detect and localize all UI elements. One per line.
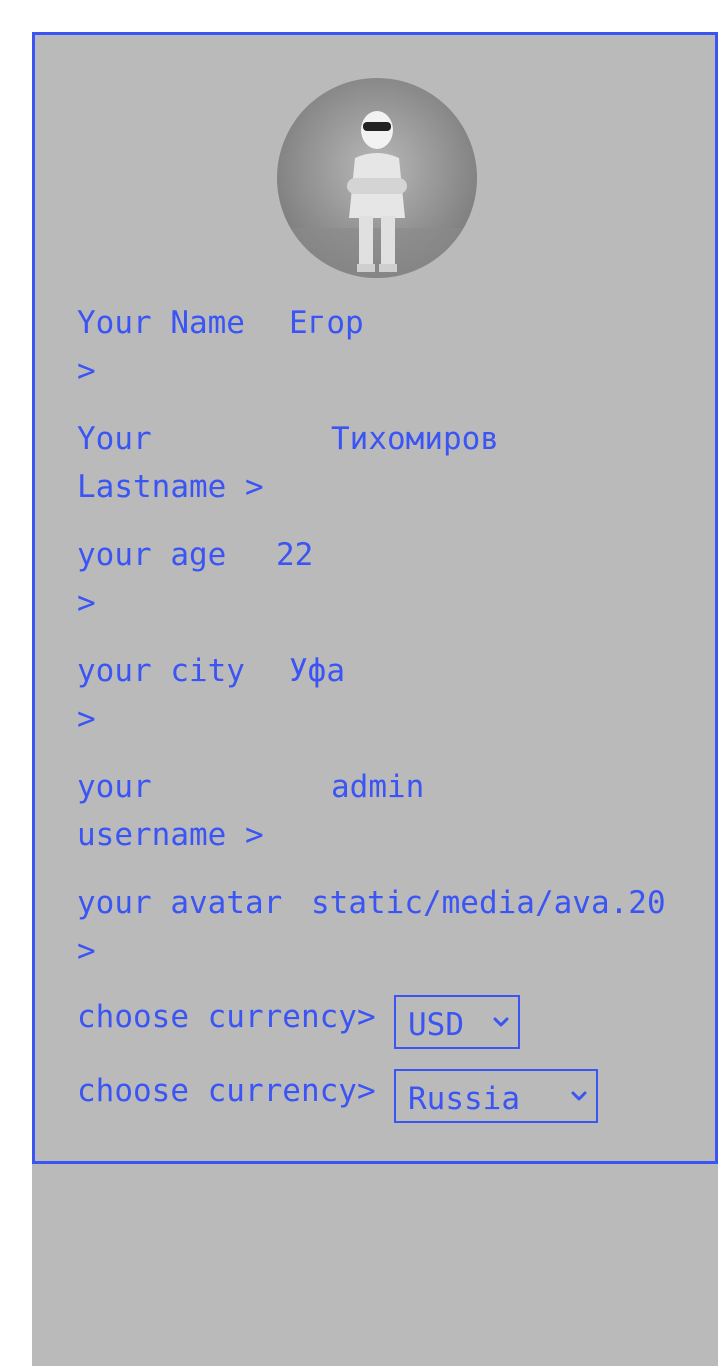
city-label: your city > <box>77 653 245 737</box>
currency-row: choose currency> USD <box>77 995 677 1049</box>
age-value: 22 <box>276 537 314 573</box>
name-label: Your Name > <box>77 305 245 389</box>
avatar <box>277 78 477 278</box>
chevron-down-icon <box>493 1017 509 1027</box>
avatar-image <box>277 78 477 278</box>
username-value: admin <box>331 769 425 805</box>
username-field: your username > admin <box>77 763 637 859</box>
age-field: your age > 22 <box>77 531 637 627</box>
chevron-down-icon <box>571 1091 587 1101</box>
name-value: Егор <box>289 305 364 341</box>
lastname-label: Your Lastname > <box>77 421 264 505</box>
country-row: choose currency> Russia <box>77 1069 677 1123</box>
profile-column: Your Name > Егор Your Lastname > Тихомир… <box>32 32 718 1366</box>
username-label: your username > <box>77 769 264 853</box>
city-value: Уфа <box>289 653 345 689</box>
avatar-field: your avatar > static/media/ava.20 <box>77 879 697 975</box>
currency-label: choose currency> <box>77 999 376 1035</box>
lastname-value: Тихомиров <box>331 421 499 457</box>
age-label: your age > <box>77 537 227 621</box>
city-field: your city > Уфа <box>77 647 637 743</box>
name-field: Your Name > Егор <box>77 299 637 395</box>
avatar-label: your avatar > <box>77 885 283 969</box>
lastname-field: Your Lastname > Тихомиров <box>77 415 637 511</box>
avatar-value: static/media/ava.20 <box>311 885 666 921</box>
currency-select[interactable]: USD <box>394 995 520 1049</box>
profile-card: Your Name > Егор Your Lastname > Тихомир… <box>32 32 718 1164</box>
country-select[interactable]: Russia <box>394 1069 598 1123</box>
country-label: choose currency> <box>77 1073 376 1109</box>
currency-select-value: USD <box>408 1007 464 1043</box>
country-select-value: Russia <box>408 1081 520 1117</box>
